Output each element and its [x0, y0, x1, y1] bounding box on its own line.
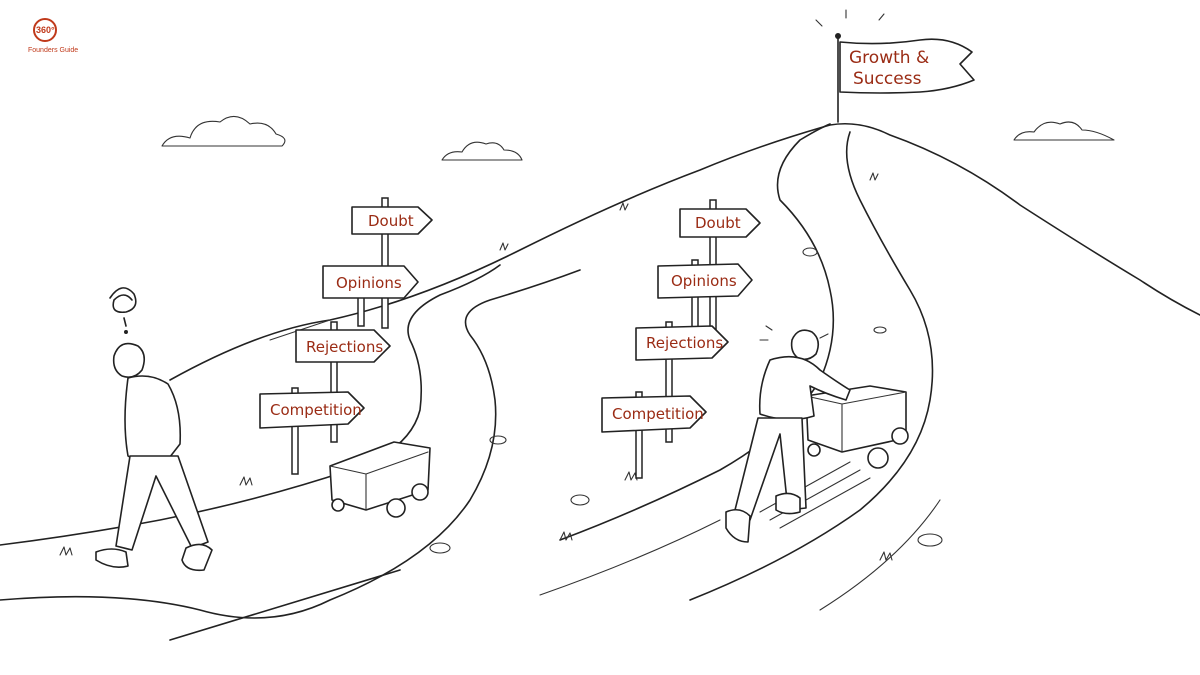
right-sign-doubt [679, 208, 761, 238]
right-path [539, 123, 941, 611]
left-sign-rejections [295, 329, 391, 363]
left-sign-competition [259, 391, 365, 429]
logo-mark: 360° [36, 25, 55, 35]
left-sign-competition-label: Competition [270, 401, 362, 419]
left-sign-rejections-label: Rejections [306, 338, 383, 356]
cloud-right [1013, 121, 1115, 141]
flag-line-1: Growth & [849, 48, 929, 68]
right-sign-competition-label: Competition [612, 405, 704, 423]
left-sign-doubt-label: Doubt [368, 212, 414, 230]
pushing-person [725, 325, 851, 543]
right-sign-opinions-label: Opinions [671, 272, 737, 290]
cloud-left [161, 115, 286, 147]
right-sign-rejections-label: Rejections [646, 334, 723, 352]
left-path [0, 264, 581, 641]
right-sign-competition [601, 395, 707, 433]
logo-name: Founders Guide [28, 47, 78, 54]
right-signpost: Doubt Opinions Rejections Competition [601, 199, 761, 479]
summit-flag: Growth & Success [815, 9, 975, 123]
flag-banner [839, 38, 975, 94]
abandoned-cart [329, 441, 431, 518]
left-sign-opinions [322, 265, 419, 299]
discouraged-person [95, 287, 213, 572]
right-sign-rejections [635, 325, 729, 361]
founders-guide-logo: 360° Founders Guide [28, 18, 78, 54]
flag-line-2: Success [853, 69, 922, 89]
left-sign-doubt [351, 206, 433, 235]
left-signpost: Doubt Opinions Rejections Competition [259, 197, 433, 475]
right-sign-doubt-label: Doubt [695, 214, 741, 232]
cloud-middle [441, 141, 523, 161]
right-sign-opinions [657, 263, 753, 299]
left-sign-opinions-label: Opinions [336, 274, 402, 292]
